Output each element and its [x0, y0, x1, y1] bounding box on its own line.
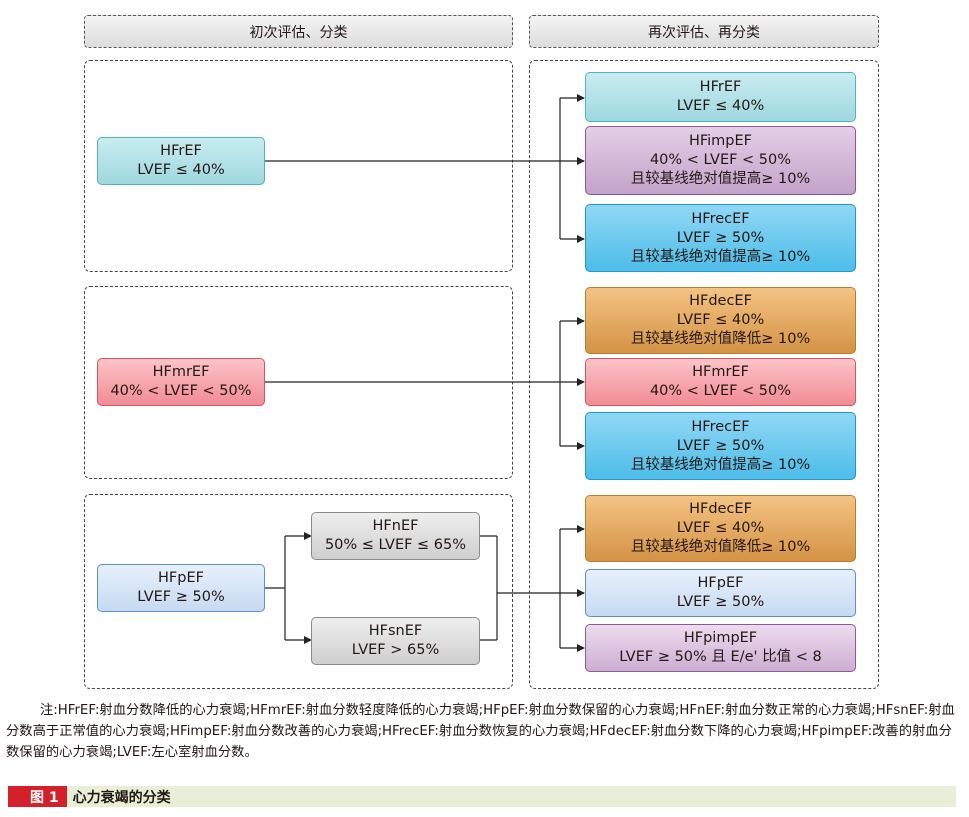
panel-initial-hfref — [84, 60, 513, 272]
label-name: HFdecEF — [689, 501, 752, 517]
header-initial-assessment: 初次评估、分类 — [84, 15, 513, 48]
figure-caption: 图 1 心力衰竭的分类 — [8, 786, 956, 807]
label-name: HFimpEF — [688, 133, 753, 149]
box-initial-hfmref: HFmrEF 40% < LVEF < 50% — [97, 358, 265, 406]
label-name: HFmrEF — [152, 364, 210, 380]
label-criteria: 50% ≤ LVEF ≤ 65% — [324, 537, 467, 553]
label-criteria: LVEF > 65% — [351, 642, 440, 658]
box-initial-hfsnef: HFsnEF LVEF > 65% — [311, 617, 480, 665]
label-name: HFrEF — [699, 79, 742, 95]
label-criteria: LVEF ≤ 40% — [676, 312, 765, 328]
figure-title: 心力衰竭的分类 — [72, 789, 171, 806]
label-name: HFpEF — [697, 575, 744, 591]
label-criteria: LVEF ≥ 50% 且 E/e' 比值 < 8 — [619, 649, 822, 665]
label-name: HFdecEF — [689, 293, 752, 309]
box-reclass-hfdecef-1: HFdecEF LVEF ≤ 40% 且较基线绝对值降低≥ 10% — [585, 287, 856, 354]
box-reclass-hfpimpef: HFpimpEF LVEF ≥ 50% 且 E/e' 比值 < 8 — [585, 624, 856, 672]
box-initial-hfref: HFrEF LVEF ≤ 40% — [97, 137, 265, 185]
label-criteria: LVEF ≥ 50% — [137, 589, 225, 605]
label-criteria: LVEF ≤ 40% — [137, 162, 225, 178]
label-criteria: LVEF ≥ 50% — [676, 229, 765, 246]
box-reclass-hfrecef-1: HFrecEF LVEF ≥ 50% 且较基线绝对值提高≥ 10% — [585, 204, 856, 272]
header-reassessment: 再次评估、再分类 — [529, 15, 879, 48]
panel-reclassification — [529, 60, 879, 689]
label-extra: 且较基线绝对值提高≥ 10% — [630, 456, 811, 473]
label-name: HFnEF — [372, 518, 419, 534]
box-initial-hfpef: HFpEF LVEF ≥ 50% — [97, 564, 265, 612]
label-extra: 且较基线绝对值提高≥ 10% — [630, 171, 811, 187]
label-name: HFrecEF — [691, 210, 750, 227]
label-name: HFpimpEF — [683, 630, 758, 646]
label-name: HFrEF — [160, 143, 202, 159]
label-extra: 且较基线绝对值降低≥ 10% — [630, 539, 811, 555]
box-reclass-hfref: HFrEF LVEF ≤ 40% — [585, 72, 856, 122]
figure-label: 图 1 — [8, 786, 67, 807]
label-name: HFsnEF — [368, 623, 423, 639]
label-criteria: LVEF ≤ 40% — [676, 98, 765, 114]
label-criteria: LVEF ≥ 50% — [676, 437, 765, 454]
label-criteria: 40% < LVEF < 50% — [110, 383, 252, 399]
label-name: HFpEF — [158, 570, 204, 586]
label-name: HFmrEF — [692, 364, 749, 380]
label-criteria: 40% < LVEF < 50% — [649, 383, 792, 399]
box-reclass-hfmref: HFmrEF 40% < LVEF < 50% — [585, 358, 856, 406]
box-reclass-hfdecef-2: HFdecEF LVEF ≤ 40% 且较基线绝对值降低≥ 10% — [585, 495, 856, 562]
label-extra: 且较基线绝对值降低≥ 10% — [630, 331, 811, 347]
label-criteria: LVEF ≥ 50% — [676, 594, 765, 610]
label-criteria: LVEF ≤ 40% — [676, 520, 765, 536]
label-name: HFrecEF — [691, 418, 750, 435]
label-criteria: 40% < LVEF < 50% — [649, 152, 792, 168]
box-initial-hfnef: HFnEF 50% ≤ LVEF ≤ 65% — [311, 512, 480, 560]
label-extra: 且较基线绝对值提高≥ 10% — [630, 248, 811, 265]
box-reclass-hfimpef: HFimpEF 40% < LVEF < 50% 且较基线绝对值提高≥ 10% — [585, 126, 856, 195]
box-reclass-hfrecef-2: HFrecEF LVEF ≥ 50% 且较基线绝对值提高≥ 10% — [585, 412, 856, 480]
panel-initial-hfpef — [84, 494, 513, 689]
footnote: 注:HFrEF:射血分数降低的心力衰竭;HFmrEF:射血分数轻度降低的心力衰竭… — [6, 703, 955, 760]
box-reclass-hfpef: HFpEF LVEF ≥ 50% — [585, 569, 856, 617]
